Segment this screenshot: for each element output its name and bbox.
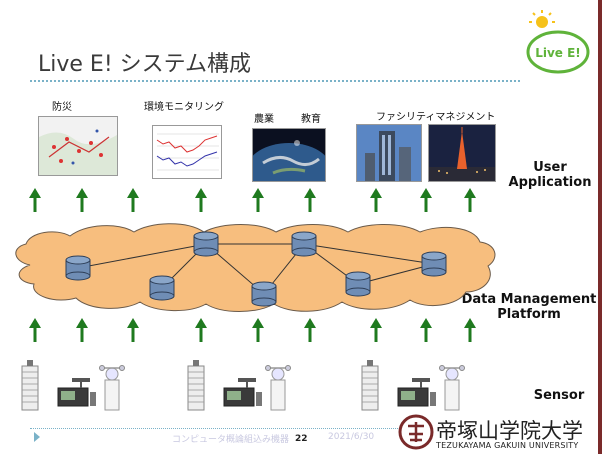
arrow-up-icon bbox=[193, 316, 209, 344]
database-icon bbox=[291, 231, 317, 257]
arrow-up-icon bbox=[462, 186, 478, 214]
sun-icon bbox=[529, 10, 555, 28]
app-label-agriculture: 農業 bbox=[254, 114, 274, 125]
arrow-up-icon bbox=[368, 316, 384, 344]
live-e-logo: Live E! bbox=[526, 10, 590, 74]
disaster-map-image bbox=[38, 116, 118, 176]
database-icon bbox=[65, 255, 91, 281]
arrow-up-icon bbox=[74, 186, 90, 214]
page-number: 22 bbox=[295, 434, 308, 444]
app-label-disaster: 防災 bbox=[52, 102, 72, 113]
footer-play-icon bbox=[34, 432, 40, 442]
arrow-up-icon bbox=[74, 316, 90, 344]
skyscraper-image bbox=[356, 124, 422, 182]
app-label-education: 教育 bbox=[301, 114, 321, 125]
upper-arrows bbox=[27, 186, 478, 214]
footer-divider bbox=[30, 428, 420, 429]
weather-station-icon bbox=[187, 359, 292, 411]
database-icon bbox=[345, 271, 371, 297]
arrow-up-icon bbox=[125, 186, 141, 214]
university-romanized-name: TEZUKAYAMA GAKUIN UNIVERSITY bbox=[436, 441, 579, 450]
database-icon bbox=[193, 231, 219, 257]
database-icon bbox=[421, 251, 447, 277]
lower-arrows bbox=[27, 316, 478, 344]
footer-date: 2021/6/30 bbox=[328, 432, 375, 442]
arrow-up-icon bbox=[27, 186, 43, 214]
layer-label-platform: Data Management Platform bbox=[456, 292, 602, 322]
weather-station-icon bbox=[361, 359, 466, 411]
database-icon bbox=[149, 275, 175, 301]
arrow-up-icon bbox=[193, 186, 209, 214]
layer-label-user-text: User Application bbox=[508, 160, 592, 190]
logo-text: Live E! bbox=[535, 46, 581, 60]
university-emblem-icon bbox=[398, 414, 434, 450]
tower-night-image bbox=[428, 124, 496, 182]
weather-station-icon bbox=[21, 359, 126, 411]
app-label-facility: ファシリティマネジメント bbox=[376, 112, 496, 123]
layer-label-sensor: Sensor bbox=[533, 388, 585, 403]
title-divider bbox=[30, 80, 520, 82]
arrow-up-icon bbox=[250, 316, 266, 344]
arrow-up-icon bbox=[418, 316, 434, 344]
arrow-up-icon bbox=[302, 316, 318, 344]
footer-course-title: コンピュータ概論組込み機器 bbox=[172, 435, 290, 445]
slide-right-border bbox=[598, 0, 602, 454]
slide-title: Live E! システム構成 bbox=[38, 52, 251, 77]
arrow-up-icon bbox=[418, 186, 434, 214]
app-label-environment: 環境モニタリング bbox=[144, 102, 224, 113]
arrow-up-icon bbox=[125, 316, 141, 344]
layer-label-platform-text: Data Management Platform bbox=[461, 292, 597, 322]
data-platform-cloud bbox=[15, 223, 496, 312]
layer-label-user: User Application bbox=[500, 160, 600, 190]
environment-chart-image bbox=[152, 125, 222, 179]
arrow-up-icon bbox=[368, 186, 384, 214]
university-name: 帝塚山学院大学 bbox=[436, 419, 583, 443]
arrow-up-icon bbox=[302, 186, 318, 214]
sensor-devices bbox=[21, 359, 466, 411]
arrow-up-icon bbox=[250, 186, 266, 214]
arrow-up-icon bbox=[27, 316, 43, 344]
slide-top-frame bbox=[0, 0, 602, 8]
database-icon bbox=[251, 281, 277, 307]
earth-satellite-image bbox=[252, 128, 326, 182]
arrow-up-icon bbox=[462, 316, 478, 344]
